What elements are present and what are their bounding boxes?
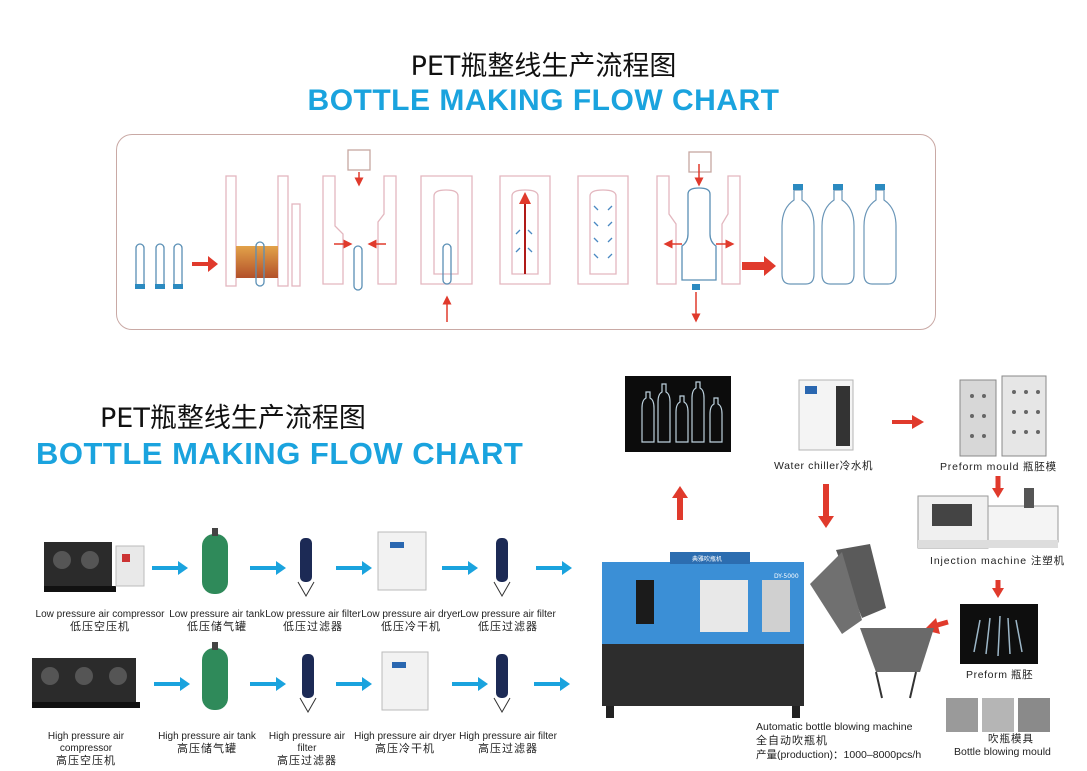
machine-plate-text: 典雅吹瓶机 (692, 555, 722, 563)
blow-mould-label-cn: 吹瓶模具 (988, 733, 1034, 745)
injection-machine-label: Injection machine 注塑机 (930, 555, 1066, 567)
air-filter-icon (297, 538, 315, 598)
right-arrow-icon (192, 256, 218, 272)
high-pressure-equipment (32, 642, 570, 714)
right-arrow-icon (250, 677, 286, 691)
preform-mould-label: Preform mould 瓶胚模 (940, 461, 1057, 473)
air-tank-icon (202, 642, 228, 710)
air-filter-icon (493, 654, 511, 714)
air-compressor-icon (44, 542, 145, 592)
page-title-en: BOTTLE MAKING FLOW CHART (307, 84, 780, 117)
air-filter-icon (299, 654, 317, 714)
right-arrow-icon (152, 561, 188, 575)
blowing-machine-label-cn: 全自动吹瓶机 (756, 735, 828, 747)
mould-closed-icon (420, 175, 473, 322)
blowing-machine-icon: 典雅吹瓶机 DY-5000 (602, 552, 804, 718)
air-dryer-icon (377, 531, 427, 591)
machine-model-text: DY-5000 (774, 573, 799, 580)
section-title-cn: PET瓶整线生产流程图 (100, 403, 366, 434)
right-arrow-icon (154, 677, 190, 691)
right-arrow-icon (742, 256, 776, 276)
high-pressure-compressor-icon (32, 658, 140, 708)
blow-stage-icon (577, 175, 629, 285)
mould-open-icon (322, 149, 397, 291)
blow-mould-icon (946, 698, 1050, 732)
right-arrow-icon (442, 561, 478, 575)
heating-stage-icon (225, 175, 301, 287)
down-arrow-icon (992, 588, 1004, 598)
section-title-en: BOTTLE MAKING FLOW CHART (36, 436, 524, 471)
preform-mould-icon (959, 375, 1047, 457)
blowing-machine-production: 产量(production)：1000–8000pcs/h (756, 749, 922, 761)
low-pressure-equipment (44, 528, 572, 598)
bottles-photo (625, 376, 731, 452)
production-line-diagram: 典雅吹瓶机 DY-5000 (602, 375, 1059, 732)
bottles-icon (781, 184, 897, 285)
stretch-stage-icon (499, 175, 551, 285)
blowing-machine-label-en: Automatic bottle blowing machine (756, 721, 913, 733)
up-arrow-icon (672, 486, 688, 498)
water-chiller-label: Water chiller冷水机 (774, 460, 874, 472)
air-tank-icon (202, 528, 228, 594)
preform-label: Preform 瓶胚 (966, 669, 1034, 681)
right-arrow-icon (336, 561, 372, 575)
down-arrow-icon (992, 488, 1004, 498)
right-arrow-icon (452, 677, 488, 691)
blow-process-diagram (135, 149, 897, 323)
preform-photo (960, 604, 1038, 664)
blow-mould-label-en: Bottle blowing mould (954, 746, 1051, 758)
release-stage-icon (656, 151, 741, 323)
down-arrow-icon (818, 516, 834, 528)
preform-feeder-icon (810, 544, 934, 699)
right-arrow-icon (534, 677, 570, 691)
injection-machine-icon (917, 488, 1059, 549)
air-filter-icon (493, 538, 511, 598)
right-arrow-icon (892, 415, 924, 429)
air-dryer-icon (381, 651, 429, 711)
water-chiller-icon (798, 379, 854, 451)
right-arrow-icon (536, 561, 572, 575)
right-arrow-icon (336, 677, 372, 691)
preforms-icon (135, 243, 183, 289)
right-arrow-icon (250, 561, 286, 575)
blow-process-panel (116, 134, 936, 330)
page-title-cn: PET瓶整线生产流程图 (410, 51, 677, 82)
